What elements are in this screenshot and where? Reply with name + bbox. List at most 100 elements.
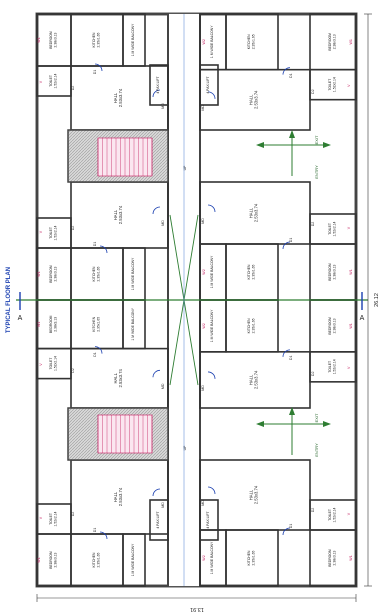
door-swing (152, 89, 161, 98)
toilet-room-label: TOILET (49, 75, 53, 87)
toilet-room-label: 1.52x2.14 (332, 221, 336, 236)
section-marker-right: A (360, 315, 365, 322)
bedroom-room-label: 2.38x3.13 (332, 550, 336, 565)
entry-exit-top: EXIT ENTRY (256, 130, 331, 179)
toilet-room-label: TOILET (328, 79, 332, 91)
dimension-width: 13.91 (36, 594, 357, 612)
door-swing (99, 531, 108, 540)
door-swing (282, 241, 291, 250)
hall-room-label: 2.53x3.74 (254, 203, 259, 222)
window-tag: W2 (202, 269, 206, 274)
door-tag: D1 (289, 356, 293, 361)
main-door-tag: MD (201, 500, 205, 506)
stair-up-label: UP (183, 445, 187, 450)
bedroom-room-label: BEDROOM (328, 33, 332, 51)
bedroom-room-label: BEDROOM (49, 551, 53, 569)
door-tag: D2 (71, 226, 75, 231)
bedroom-room-label: 2.38x3.13 (53, 32, 57, 47)
door-tag: D1 (93, 70, 97, 75)
kitchen-room-label: KITCHEN (247, 34, 251, 49)
door-swing (282, 349, 291, 357)
toilet-room-label: 1.52x2.14 (53, 225, 57, 240)
staircase-top (67, 129, 169, 183)
balcony-room-label: 1 M WIDE BALCONY (131, 307, 135, 340)
ventilator-tag: V (347, 226, 351, 229)
door-swing (282, 527, 291, 536)
kitchen-room-label: KITCHEN (92, 552, 96, 567)
hall-room-label: HALL (113, 209, 118, 220)
entry-exit-bottom: EXIT ENTRY (256, 407, 331, 457)
bedroom-room-label: 2.38x3.13 (332, 34, 336, 49)
hall-room (199, 181, 311, 245)
door-swing (152, 488, 161, 497)
kitchen-room-label: KITCHEN (247, 318, 251, 333)
balcony-room-label: 1 M WIDE BALCONY (131, 257, 135, 290)
hall-room-label: 2.53x3.74 (118, 205, 123, 224)
main-door-tag: MD (161, 103, 165, 109)
ventilator-tag: V (347, 84, 351, 87)
bedroom-room-label: BEDROOM (328, 317, 332, 335)
kitchen-room-label: 2.35x1.65 (96, 32, 100, 47)
hall-room-label: HALL (113, 372, 118, 383)
lift-room (199, 499, 219, 541)
kitchen-room-label: 2.35x1.65 (96, 266, 100, 281)
ventilator-tag: V (347, 366, 351, 369)
window-tag: W2 (202, 323, 206, 328)
toilet-room-label: 1.52x2.14 (53, 511, 57, 526)
toilet-room-label: 1.52x2.14 (53, 356, 57, 371)
main-door-tag: MD (161, 220, 165, 226)
lift-room-label: 4 PAX LIFT (206, 511, 210, 528)
main-door-tag: MD (161, 502, 165, 508)
kitchen-room-label: 2.35x1.65 (251, 34, 255, 49)
door-tag: D1 (93, 528, 97, 533)
lift-room-label: 4 PAX LIFT (156, 76, 160, 93)
door-swing (207, 91, 216, 99)
hall-room-label: 2.53x3.74 (118, 368, 123, 387)
hall-room-label: 2.53x3.74 (118, 88, 123, 107)
door-tag: D2 (311, 89, 315, 94)
window-tag: W1 (37, 322, 41, 327)
ventilator-tag: V (39, 80, 43, 83)
exit-label: EXIT (314, 135, 319, 144)
lift-room-label: 4 PAX LIFT (156, 511, 160, 528)
exit-label: EXIT (314, 413, 319, 422)
hall-room-label: HALL (249, 374, 254, 385)
door-swing (207, 371, 216, 379)
door-tag: D1 (289, 73, 293, 78)
bedroom-room-label: BEDROOM (328, 549, 332, 567)
lift-room-label: 4 PAX LIFT (206, 76, 210, 93)
door-tag: D1 (289, 238, 293, 243)
balcony-room-label: 1 M WIDE BALCONY (210, 255, 214, 288)
bedroom-room-label: 2.38x3.13 (332, 318, 336, 333)
hall-room-label: HALL (113, 92, 118, 103)
window-tag: W2 (202, 39, 206, 44)
door-swing (207, 204, 216, 213)
main-door-tag: MD (161, 383, 165, 389)
plan-title: TYPICAL FLOOR PLAN (6, 267, 12, 333)
kitchen-room-label: KITCHEN (247, 550, 251, 565)
door-swing (152, 369, 161, 378)
ventilator-tag: V (347, 512, 351, 515)
hall-room-label: 2.53x3.74 (118, 487, 123, 506)
kitchen-room-label: 2.35x1.65 (251, 318, 255, 333)
window-tag: W1 (37, 271, 41, 276)
window-tag: W1 (37, 37, 41, 42)
door-swing (207, 486, 216, 495)
entry-label: ENTRY (314, 443, 319, 457)
toilet-room-label: TOILET (49, 227, 53, 239)
window-tag: W1 (349, 39, 353, 44)
kitchen-room-label: KITCHEN (92, 32, 96, 47)
window-tag: W1 (349, 269, 353, 274)
window-tag: W1 (349, 323, 353, 328)
balcony-room-label: 1 M WIDE BALCONY (131, 543, 135, 576)
bedroom-room-label: BEDROOM (49, 315, 53, 333)
entry-label: ENTRY (314, 165, 319, 179)
hall-room-label: HALL (249, 94, 254, 105)
section-marker-left: A (18, 315, 23, 322)
door-tag: D1 (289, 524, 293, 529)
hall-room (199, 459, 311, 531)
staircase-bottom (67, 407, 169, 461)
kitchen-room-label: 2.35x1.65 (96, 317, 100, 332)
kitchen-room-label: KITCHEN (92, 316, 96, 331)
